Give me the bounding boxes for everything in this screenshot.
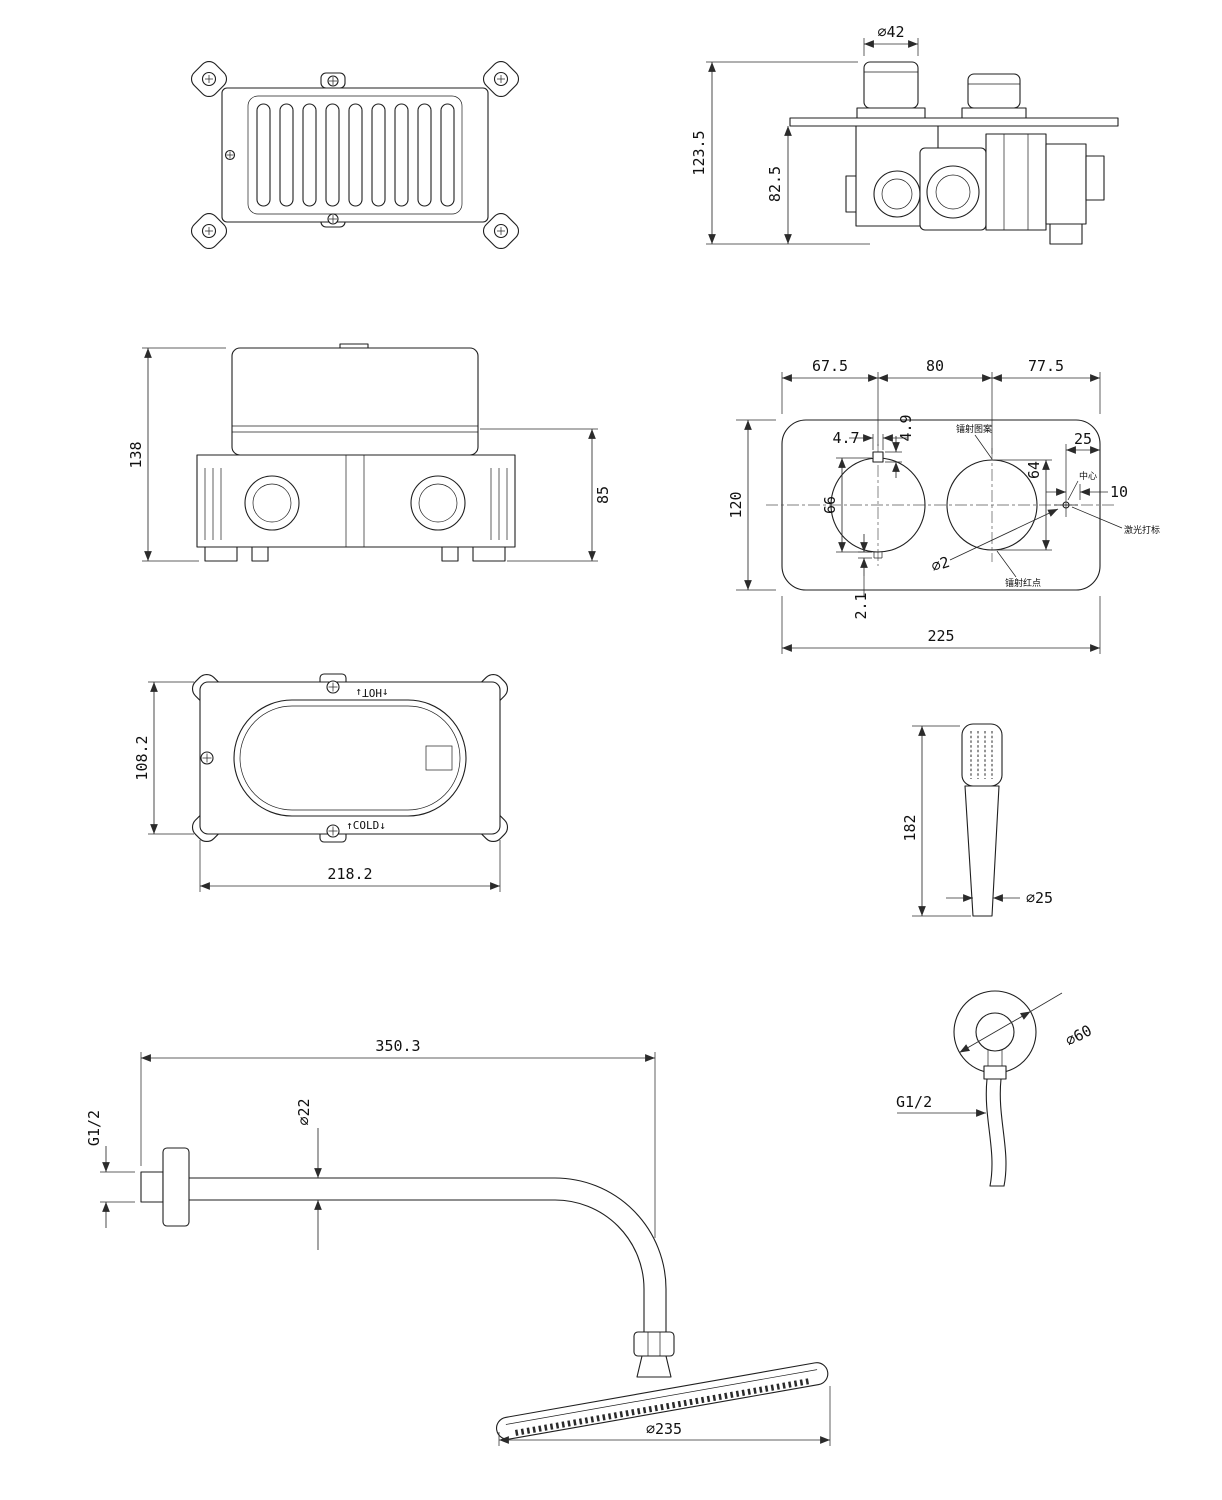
nozzle-face bbox=[514, 1377, 812, 1436]
arm-wall-flange bbox=[162, 1147, 190, 1227]
annotation-laser-pattern: 镭射图案 bbox=[956, 423, 992, 435]
dim-arm-length: 350.3 bbox=[375, 1037, 420, 1055]
faceplate-knob-right bbox=[946, 459, 1038, 551]
view-bracket-plan: ↑HOT↓ ↑COLD↓ 108.2 218.2 bbox=[133, 673, 509, 892]
laser-cross-mark bbox=[1054, 493, 1078, 517]
view-faceplate: 67.5 80 77.5 120 225 66 4.7 4.9 64 bbox=[727, 357, 1160, 654]
mounting-lug bbox=[482, 60, 520, 98]
shower-head bbox=[496, 1362, 829, 1440]
bracket-body bbox=[221, 87, 489, 223]
valve-cover bbox=[231, 347, 479, 456]
arm-thread-stub bbox=[140, 1171, 164, 1203]
dim-front-total-height: 138 bbox=[127, 441, 145, 468]
dim-handshower-length: 182 bbox=[901, 814, 919, 841]
dim-arm-thread: G1/2 bbox=[85, 1110, 103, 1146]
dim-total-height: 123.5 bbox=[690, 130, 708, 175]
bracket-plan-body bbox=[199, 681, 501, 835]
dim-body-height: 82.5 bbox=[766, 166, 784, 202]
view-bracket-front bbox=[190, 60, 520, 250]
hot-label: ↑HOT↓ bbox=[355, 686, 388, 699]
annotation-laser-mark: 激光打标 bbox=[1124, 524, 1160, 536]
dim-notch-height: 4.9 bbox=[897, 414, 915, 441]
faceplate-edge bbox=[789, 117, 1119, 127]
dim-notch-width: 4.7 bbox=[832, 429, 859, 447]
dim-offset-inner: 10 bbox=[1110, 483, 1128, 501]
dim-handle-diameter: ⌀25 bbox=[1026, 889, 1053, 907]
dim-knob2-diameter: 64 bbox=[1025, 461, 1043, 479]
annotation-center: 中心 bbox=[1079, 470, 1097, 482]
dim-bracket-height: 108.2 bbox=[133, 735, 151, 780]
dim-plate-width: 225 bbox=[927, 627, 954, 645]
shower-hose bbox=[985, 1078, 993, 1187]
screw-icon bbox=[200, 680, 340, 838]
dim-head-diameter: ⌀235 bbox=[646, 1420, 682, 1438]
dim-tube-diameter: ⌀22 bbox=[295, 1098, 313, 1125]
rib-slots bbox=[256, 103, 455, 207]
dim-knob1-diameter: 66 bbox=[821, 496, 839, 514]
view-handshower: 182 ⌀25 ⌀60 G1/2 bbox=[896, 723, 1095, 1187]
dim-bracket-width: 218.2 bbox=[327, 865, 372, 883]
dim-front-body-height: 85 bbox=[594, 486, 612, 504]
handshower-head bbox=[961, 723, 1003, 787]
handshower-handle bbox=[964, 785, 1000, 917]
dim-offset-right: 25 bbox=[1074, 430, 1092, 448]
valve-opening bbox=[233, 699, 467, 817]
dim-holder-diameter: ⌀60 bbox=[1062, 1021, 1094, 1050]
knob-right bbox=[967, 73, 1021, 109]
screw-icon bbox=[224, 75, 339, 225]
dim-hose-thread: G1/2 bbox=[896, 1093, 932, 1111]
dim-knob-diameter: ⌀42 bbox=[877, 23, 904, 41]
view-shower-arm: 350.3 G1/2 ⌀22 ⌀235 bbox=[85, 1037, 831, 1446]
shower-arm-tube bbox=[188, 1177, 667, 1333]
knob-left bbox=[863, 61, 919, 109]
mounting-lug bbox=[190, 212, 228, 250]
mounting-lug bbox=[190, 60, 228, 98]
view-valve-front: 138 85 bbox=[127, 343, 612, 562]
dim-span-mid: 80 bbox=[926, 357, 944, 375]
cold-label: ↑COLD↓ bbox=[346, 819, 386, 832]
mounting-lug bbox=[482, 212, 520, 250]
arm-nut bbox=[633, 1331, 675, 1357]
dim-plate-height: 120 bbox=[727, 491, 745, 518]
head-ball-joint bbox=[636, 1355, 672, 1378]
dim-span-right: 77.5 bbox=[1028, 357, 1064, 375]
dim-hole-diameter: ⌀2 bbox=[929, 553, 952, 576]
dim-span-left: 67.5 bbox=[812, 357, 848, 375]
annotation-laser-dot: 镭射红点 bbox=[1005, 577, 1041, 589]
view-valve-side: ⌀42 123.5 82.5 bbox=[690, 23, 1119, 245]
dim-notch-depth: 2.1 bbox=[852, 592, 870, 619]
